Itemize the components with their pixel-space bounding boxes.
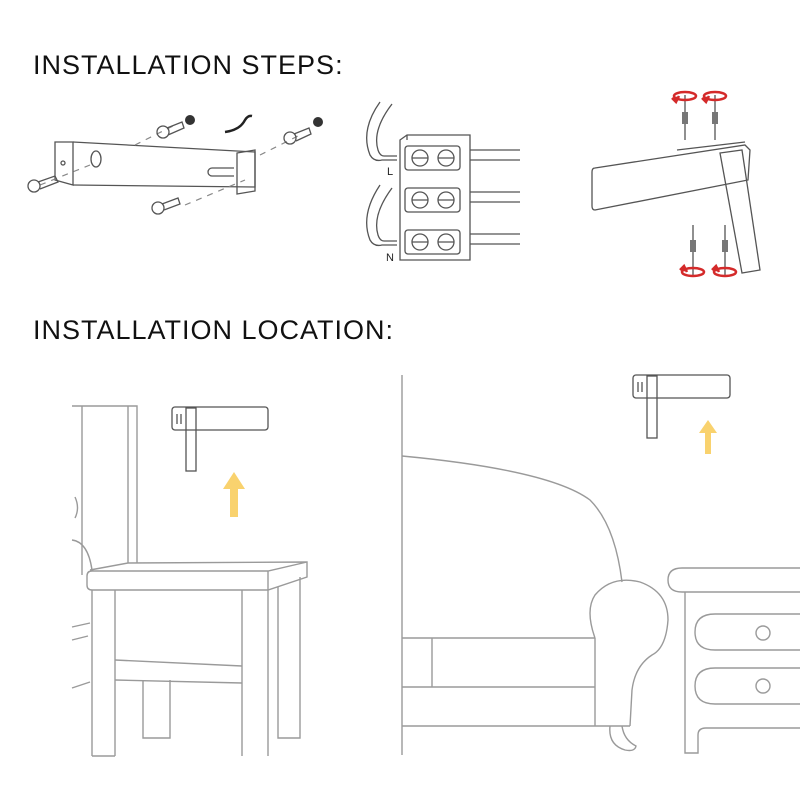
bracket-assembly-illustration: [27, 114, 323, 215]
wall-lamp-icon: [171, 406, 269, 472]
neutral-label: N: [386, 252, 394, 264]
wiring-terminal-illustration: L N: [366, 101, 520, 264]
screw-icon: [682, 95, 728, 275]
wall-lamp-icon: [632, 374, 731, 439]
installation-steps-heading: INSTALLATION STEPS:: [33, 50, 344, 80]
rotation-arrow-icon: [671, 90, 738, 278]
arrow-up-icon: [223, 472, 245, 517]
wire-icon: [224, 114, 253, 134]
chair-icon: [71, 405, 308, 757]
bedside-chair-scene: [71, 405, 308, 757]
bracket-icon: [54, 141, 256, 195]
sofa-nightstand-scene: [401, 374, 800, 755]
terminal-block-icon: [399, 134, 520, 261]
nightstand-icon: [667, 567, 800, 754]
lamp-fixture-icon: [591, 141, 761, 274]
screw-icon: [27, 121, 312, 215]
sofa-icon: [401, 455, 669, 752]
wall-anchor-icon: [185, 115, 323, 127]
live-label: L: [387, 166, 393, 178]
installation-location-heading: INSTALLATION LOCATION:: [33, 315, 395, 345]
arrow-up-icon: [699, 420, 717, 454]
wire-icon: [366, 101, 397, 247]
fixture-mount-illustration: [591, 90, 761, 278]
